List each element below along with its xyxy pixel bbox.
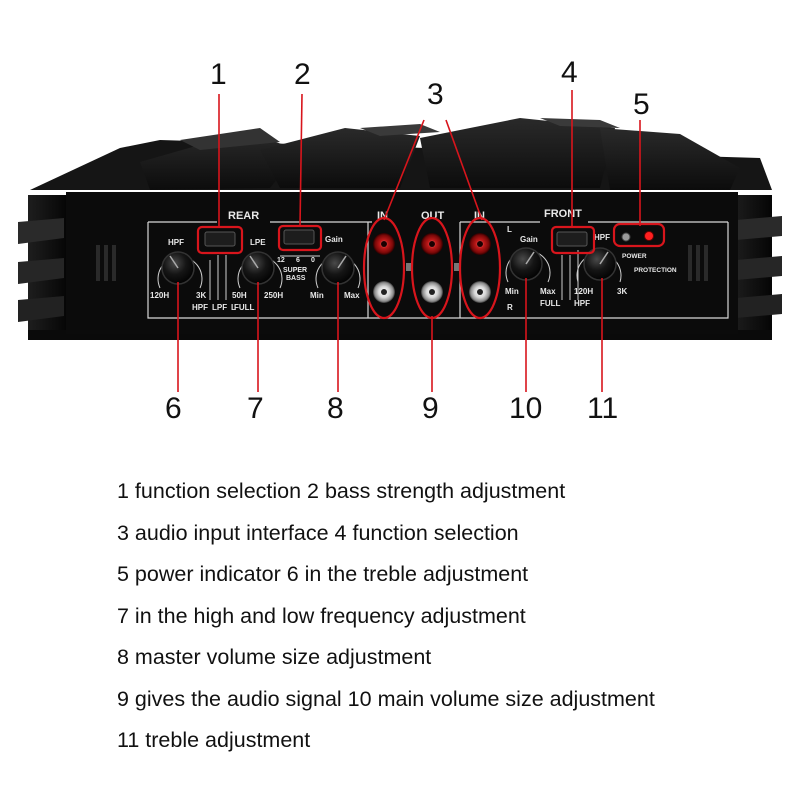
caption-line: 3 audio input interface 4 function selec… bbox=[117, 520, 519, 545]
caption-line: 8 master volume size adjustment bbox=[117, 645, 432, 669]
callout-5: 5 bbox=[633, 88, 650, 121]
rca-jacks[interactable] bbox=[373, 233, 491, 303]
caption-line: 5 power indicator 6 in the treble adjust… bbox=[117, 562, 529, 586]
channel-l: L bbox=[507, 225, 512, 234]
bass-6: 6 bbox=[296, 257, 300, 264]
callout-3: 3 bbox=[427, 78, 444, 111]
channel-r: R bbox=[507, 303, 513, 312]
hpf-rear-min: 120H bbox=[150, 291, 169, 300]
lpe-min: 50H bbox=[232, 291, 247, 300]
gain-rear-label: Gain bbox=[325, 235, 343, 244]
lpe-label: LPE bbox=[250, 238, 266, 247]
hpf-front-max: 3K bbox=[617, 287, 627, 296]
knob-lpe[interactable] bbox=[241, 251, 275, 285]
super-bass-line2: BASS bbox=[286, 275, 306, 282]
in-label-right: IN bbox=[474, 210, 485, 222]
power-label: POWER bbox=[622, 253, 647, 260]
gain-rear-min: Min bbox=[310, 291, 324, 300]
panel-outline bbox=[147, 221, 729, 319]
panel-vents bbox=[96, 245, 708, 281]
hpf-front-min: 120H bbox=[574, 287, 593, 296]
knob-hpf-rear[interactable] bbox=[161, 251, 195, 285]
front-label: FRONT bbox=[544, 208, 582, 220]
knob-gain-rear[interactable] bbox=[321, 251, 355, 285]
leader-lines bbox=[177, 90, 641, 392]
callout-8: 8 bbox=[327, 392, 344, 425]
bass-0: 0 bbox=[311, 257, 315, 264]
callout-11: 11 bbox=[587, 392, 619, 425]
hpf-rear-label: HPF bbox=[168, 238, 184, 247]
gain-front-full: FULL bbox=[540, 299, 561, 308]
bass-12: 12 bbox=[277, 257, 285, 264]
amplifier-photo: REAR FRONT IN OUT IN HPF 120H 3K HPF LPF… bbox=[18, 56, 782, 425]
caption-list: 1 function selection 2 bass strength adj… bbox=[117, 476, 777, 767]
gain-front-label: Gain bbox=[520, 235, 538, 244]
amplifier-illustration: REAR FRONT IN OUT IN HPF 120H 3K HPF LPF… bbox=[18, 90, 782, 392]
hpf-front-sub: HPF bbox=[574, 299, 590, 308]
heatsink-body bbox=[18, 118, 782, 340]
gain-front-min: Min bbox=[505, 287, 519, 296]
protection-led bbox=[644, 231, 654, 241]
callout-2: 2 bbox=[294, 58, 311, 91]
caption-line: 7 in the high and low frequency adjustme… bbox=[117, 603, 526, 628]
rear-label: REAR bbox=[228, 210, 259, 222]
gain-rear-max: Max bbox=[344, 291, 360, 300]
callout-10: 10 bbox=[509, 392, 543, 425]
caption-line: 1 function selection 2 bass strength adj… bbox=[117, 479, 566, 503]
switch-rear-hpf: HPF bbox=[192, 303, 208, 312]
knob-gain-front[interactable] bbox=[509, 247, 543, 281]
hpf-front-label: HPF bbox=[594, 233, 610, 242]
power-led bbox=[621, 232, 631, 242]
highlight-boxes bbox=[196, 216, 666, 320]
switch-rear-lpf: LPF bbox=[212, 303, 227, 312]
callout-6: 6 bbox=[165, 392, 182, 425]
knob-hpf-front[interactable] bbox=[583, 247, 617, 281]
caption-line: 9 gives the audio signal 10 main volume … bbox=[117, 686, 655, 711]
super-bass-line1: SUPER bbox=[283, 267, 307, 274]
in-label-left: IN bbox=[377, 210, 388, 222]
lpe-full: FULL bbox=[234, 303, 255, 312]
lpe-max: 250H bbox=[264, 291, 283, 300]
hpf-rear-max: 3K bbox=[196, 291, 206, 300]
callout-9: 9 bbox=[422, 392, 439, 425]
callout-7: 7 bbox=[247, 392, 264, 425]
gain-front-max: Max bbox=[540, 287, 556, 296]
callout-1: 1 bbox=[210, 58, 227, 91]
caption-line: 11 treble adjustment bbox=[117, 728, 311, 752]
switch-front-function[interactable] bbox=[556, 231, 588, 247]
switch-rear-l: L bbox=[231, 303, 236, 312]
switch-bass[interactable] bbox=[283, 229, 315, 245]
switch-rear-function[interactable] bbox=[204, 231, 236, 247]
protection-label: PROTECTION bbox=[634, 267, 677, 274]
callout-4: 4 bbox=[561, 56, 578, 89]
